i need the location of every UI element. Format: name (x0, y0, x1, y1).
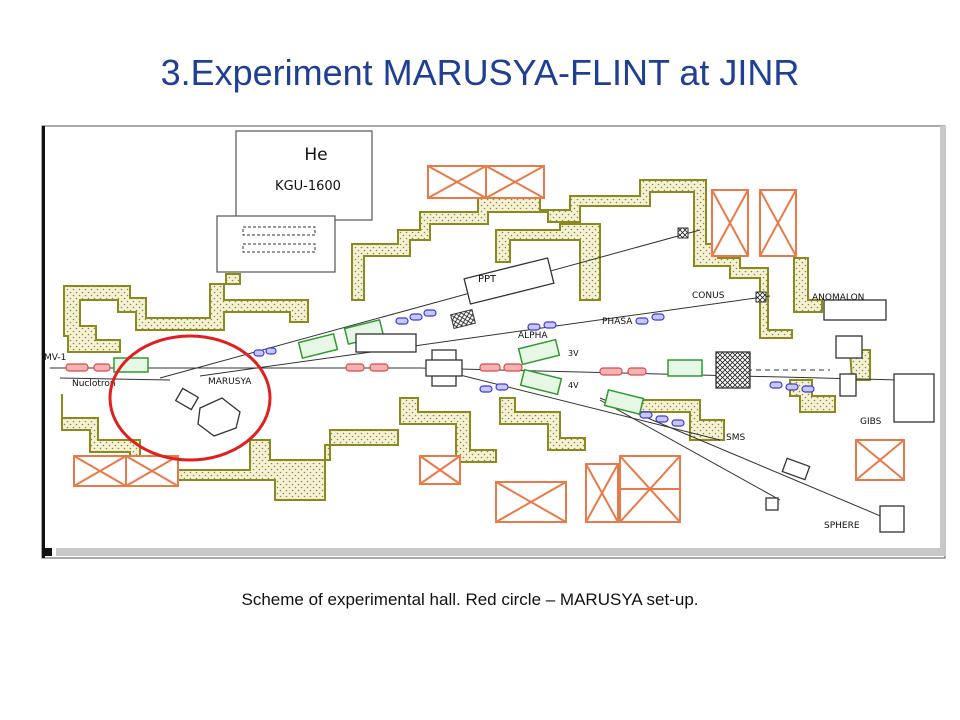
kgu-label: KGU-1600 (275, 179, 341, 194)
beam-lines (50, 229, 901, 521)
marusya-highlight-circle (108, 334, 272, 462)
sms-label: SMS (726, 433, 745, 443)
alpha-label: ALPHA (518, 331, 548, 341)
slide-title: 3.Experiment MARUSYA-FLINT at JINR (160, 52, 800, 93)
mv1-label: MV-1 (44, 353, 66, 363)
figure-caption: Scheme of experimental hall. Red circle … (241, 590, 699, 609)
experimental-hall-scheme: He KGU-1600 (41, 125, 946, 559)
gibs-label: GIBS (860, 417, 882, 427)
he-label: He (304, 145, 327, 165)
quadrupoles-blue (253, 309, 815, 427)
ppt-label: PPT (478, 274, 497, 285)
detector-blocks (174, 257, 935, 533)
anomalon-label: ANOMALON (812, 293, 864, 303)
sphere-label: SPHERE (824, 521, 860, 531)
3v-label: 3V (568, 349, 579, 358)
nuclotron-label: Nuclotron (72, 379, 116, 389)
beam-elements-red (65, 363, 647, 376)
ppt-hatched (450, 227, 767, 330)
he-building: He KGU-1600 (216, 130, 373, 273)
conus-label: CONUS (692, 291, 725, 301)
marusya-label: MARUSYA (208, 377, 252, 387)
4v-label: 4V (568, 381, 579, 390)
scheme-labels: MV-1 Nuclotron MARUSYA PPT CONUS ANOMALO… (44, 274, 882, 531)
dipole-magnets-green (113, 318, 703, 416)
phasa-label: PHASA (602, 317, 633, 327)
storage-crates (73, 165, 905, 523)
